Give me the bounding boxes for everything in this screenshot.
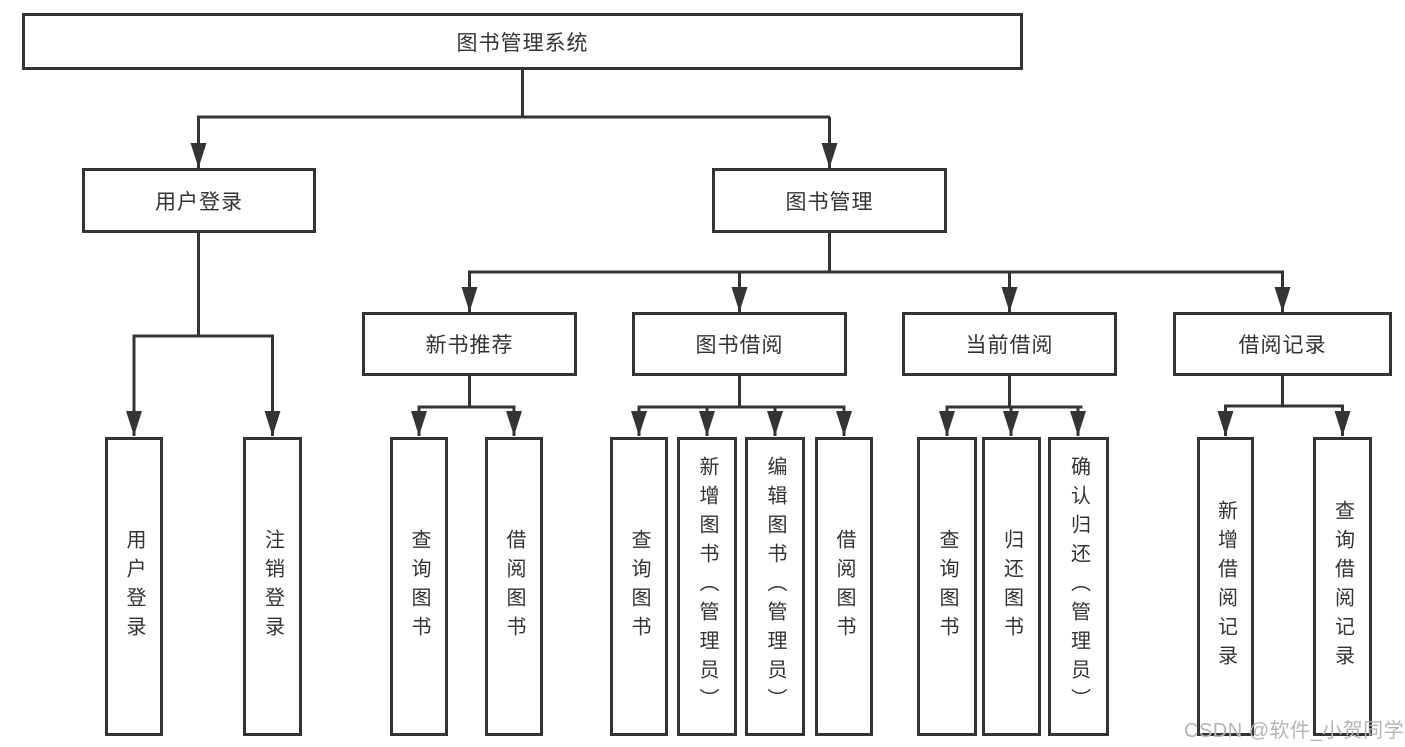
node-book-management: 图书管理 bbox=[712, 168, 947, 233]
node-root-label: 图书管理系统 bbox=[456, 31, 589, 55]
leaf-borrow-add-books-admin-label: 新增图书（管理员） bbox=[696, 456, 718, 717]
node-borrowing-records: 借阅记录 bbox=[1173, 312, 1392, 376]
leaf-records-query-borrow-record-label: 查询借阅记录 bbox=[1331, 499, 1354, 674]
leaf-borrow-add-books-admin: 新增图书（管理员） bbox=[677, 437, 737, 736]
leaf-borrow-query-books: 查询图书 bbox=[610, 437, 668, 736]
node-current-borrowing-label: 当前借阅 bbox=[965, 334, 1054, 357]
leaf-borrow-query-books-label: 查询图书 bbox=[628, 528, 650, 645]
leaf-logout: 注销登录 bbox=[243, 437, 302, 736]
leaf-borrow-edit-books-admin: 编辑图书（管理员） bbox=[745, 437, 805, 736]
connector-current-borrow-trunk bbox=[945, 375, 1083, 409]
leaf-recommend-query-books: 查询图书 bbox=[390, 437, 448, 736]
node-root-system: 图书管理系统 bbox=[22, 13, 1023, 70]
leaf-recommend-borrow-books: 借阅图书 bbox=[485, 437, 543, 736]
node-book-borrowing-label: 图书借阅 bbox=[695, 334, 784, 357]
node-user-login: 用户登录 bbox=[82, 168, 316, 233]
leaf-records-add-borrow-record: 新增借阅记录 bbox=[1197, 437, 1254, 736]
leaf-current-return-books-label: 归还图书 bbox=[1000, 528, 1023, 645]
leaf-borrow-edit-books-admin-label: 编辑图书（管理员） bbox=[764, 456, 786, 717]
node-user-login-label: 用户登录 bbox=[155, 190, 243, 214]
node-book-management-label: 图书管理 bbox=[785, 190, 874, 214]
leaf-current-query-books-label: 查询图书 bbox=[936, 528, 958, 645]
connector-book-borrow-trunk bbox=[637, 375, 846, 409]
connector-root-trunk bbox=[197, 68, 830, 119]
leaf-current-confirm-return-admin: 确认归还（管理员） bbox=[1048, 437, 1109, 736]
leaf-records-query-borrow-record: 查询借阅记录 bbox=[1313, 437, 1372, 736]
leaf-user-login-label: 用户登录 bbox=[123, 528, 145, 645]
connector-book-management-trunk bbox=[468, 231, 1284, 274]
leaf-borrow-borrow-books: 借阅图书 bbox=[815, 437, 873, 736]
leaf-user-login: 用户登录 bbox=[105, 437, 163, 736]
leaf-current-query-books: 查询图书 bbox=[917, 437, 977, 736]
csdn-watermark: CSDN @软件_小贺同学 bbox=[1184, 720, 1405, 742]
leaf-borrow-borrow-books-label: 借阅图书 bbox=[833, 528, 855, 645]
node-new-book-recommendation: 新书推荐 bbox=[362, 312, 577, 376]
node-book-borrowing: 图书借阅 bbox=[632, 312, 847, 376]
leaf-current-return-books: 归还图书 bbox=[982, 437, 1041, 736]
connector-user-login-trunk bbox=[132, 231, 274, 338]
leaf-current-confirm-return-admin-label: 确认归还（管理员） bbox=[1067, 456, 1090, 717]
leaf-recommend-borrow-books-label: 借阅图书 bbox=[503, 528, 525, 645]
leaf-recommend-query-books-label: 查询图书 bbox=[408, 528, 430, 645]
connector-borrow-records-trunk bbox=[1224, 375, 1344, 408]
node-borrowing-records-label: 借阅记录 bbox=[1238, 334, 1327, 357]
node-current-borrowing: 当前借阅 bbox=[902, 312, 1117, 376]
leaf-logout-label: 注销登录 bbox=[261, 528, 284, 645]
leaf-records-add-borrow-record-label: 新增借阅记录 bbox=[1214, 499, 1237, 674]
connector-new-book-trunk bbox=[417, 375, 516, 409]
node-new-book-recommendation-label: 新书推荐 bbox=[425, 334, 514, 357]
